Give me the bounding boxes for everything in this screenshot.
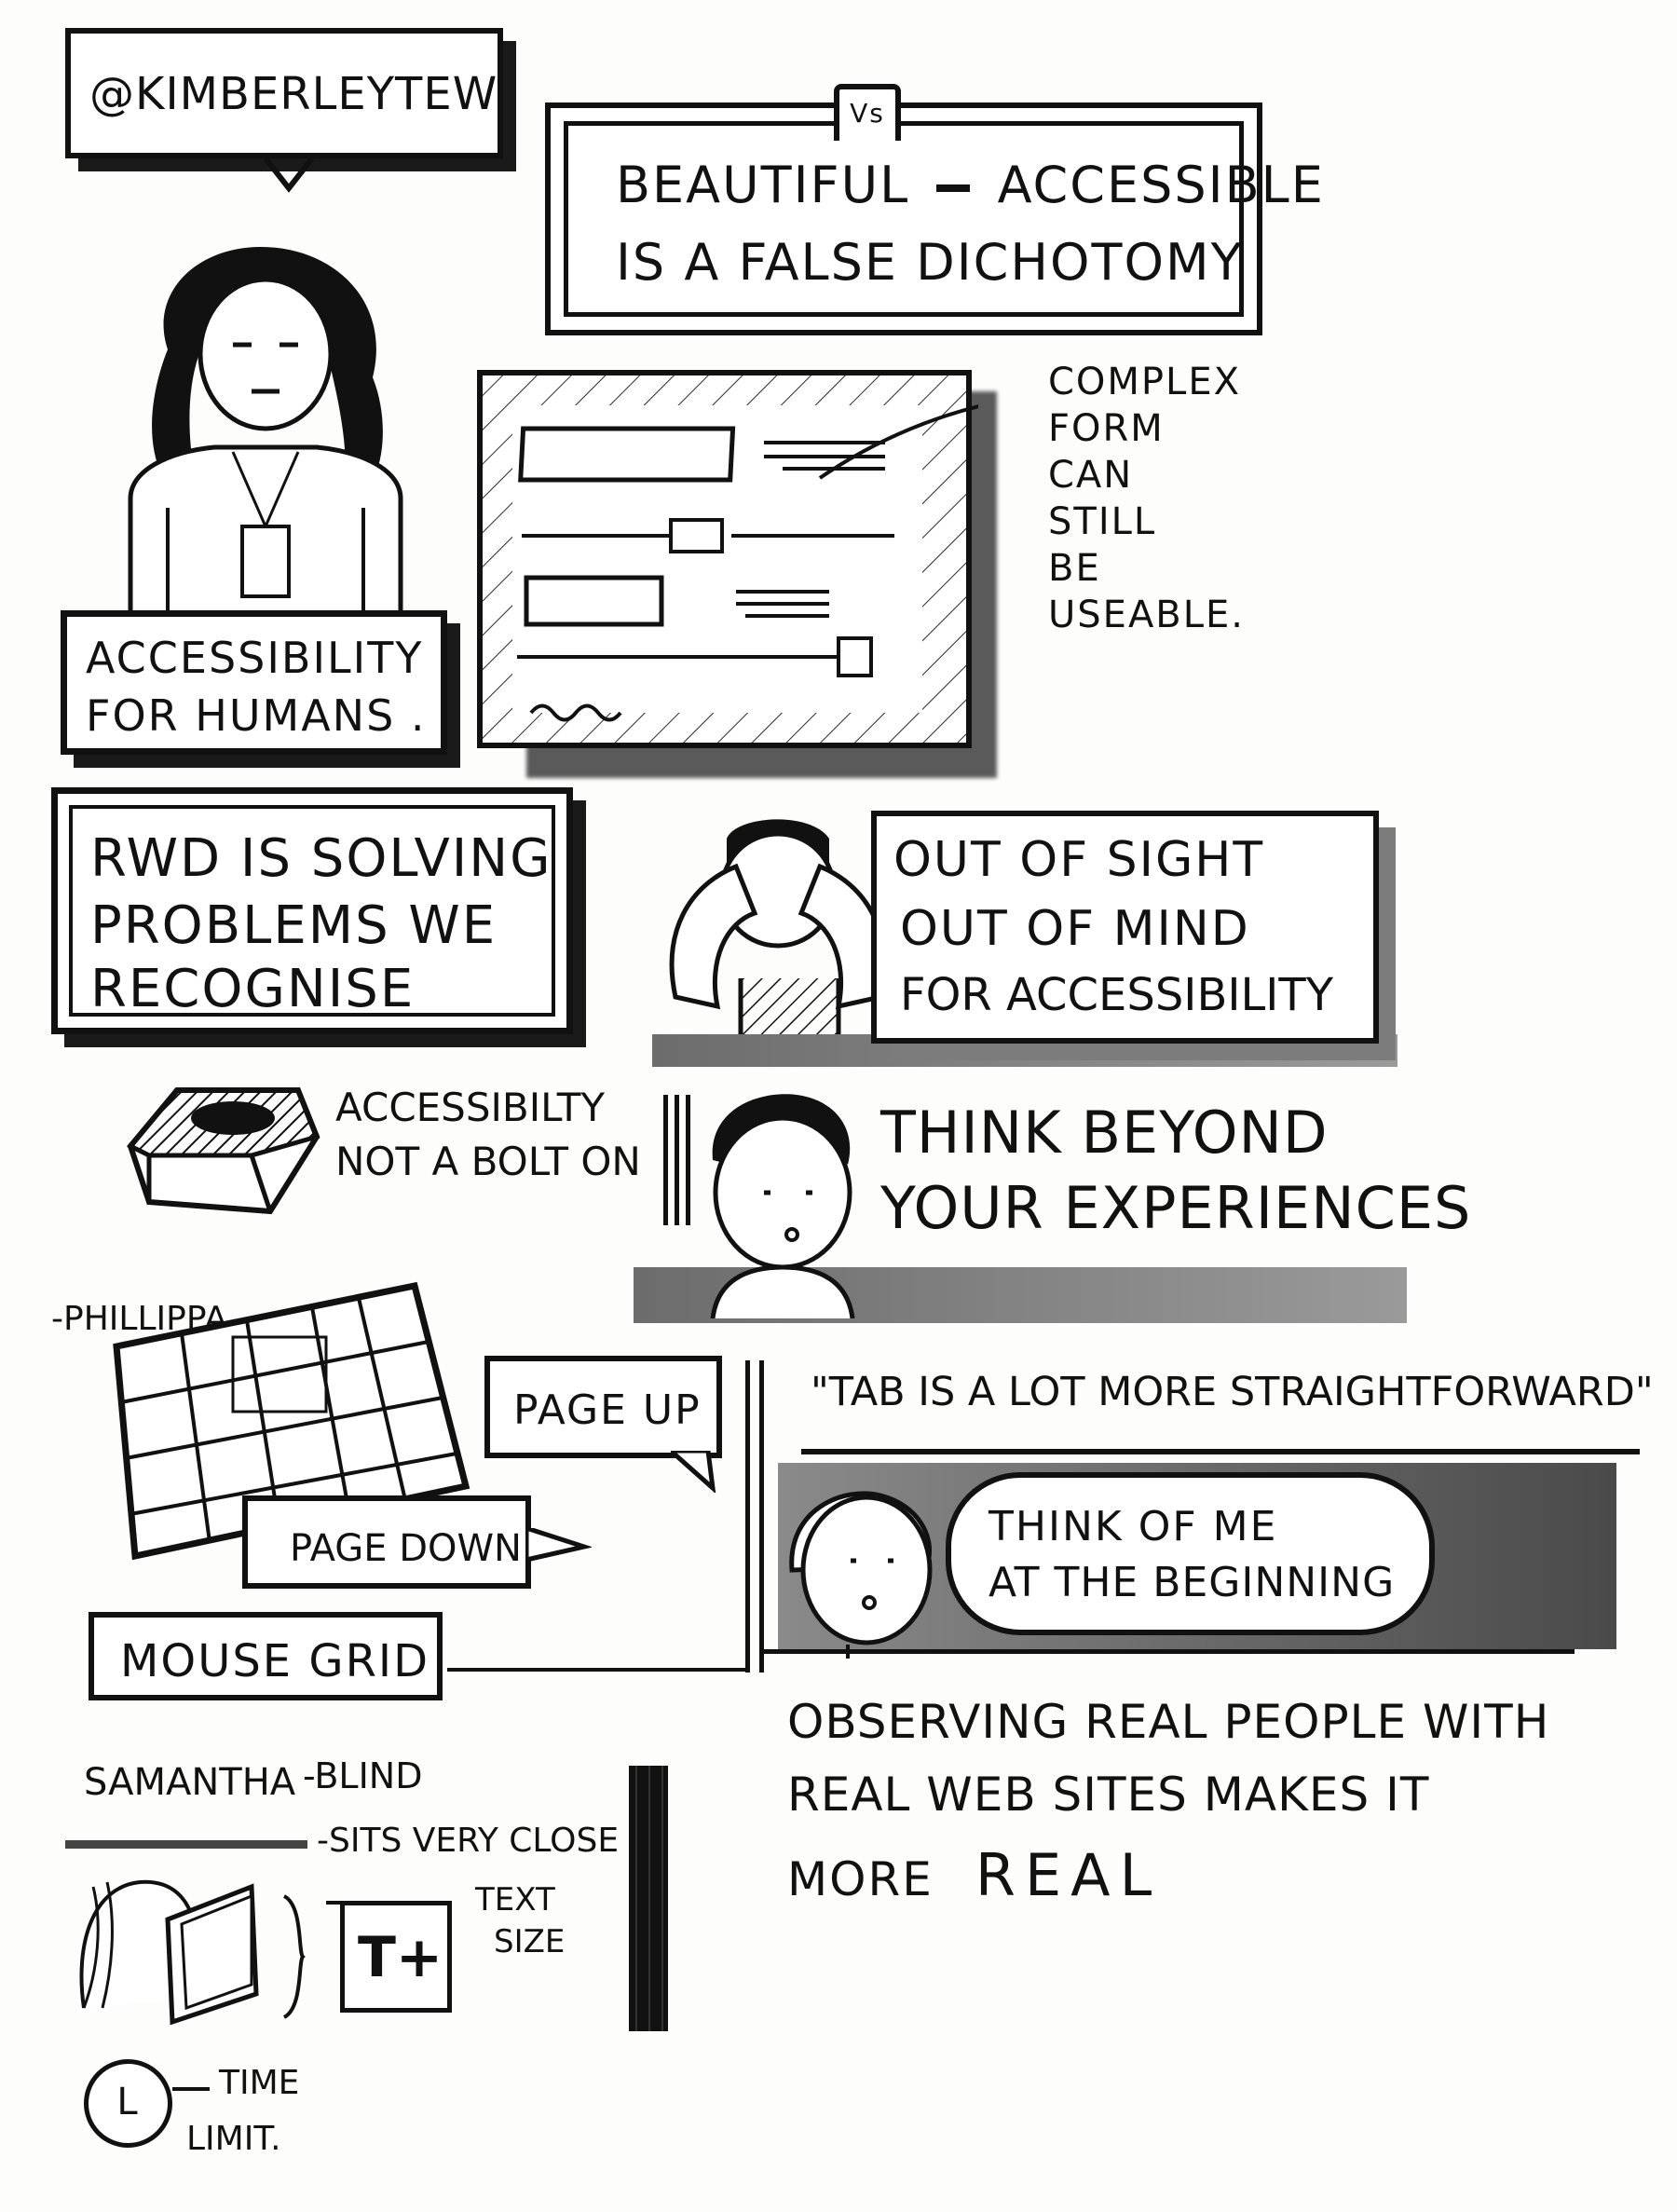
headline-beautiful: BEAUTIFUL — [616, 156, 910, 214]
speaker-caption-line2: FOR HUMANS . — [86, 690, 427, 741]
form-note-line-4: STILL — [1048, 500, 1157, 543]
bolt-note-line2: NOT A BOLT ON — [335, 1139, 641, 1185]
speech-line2: AT THE BEGINNING — [988, 1559, 1396, 1606]
think-note: THINK BEYOND YOUR EXPERIENCES — [880, 1099, 1471, 1242]
form-illustration — [477, 370, 978, 748]
time-limit-1: TIME — [219, 2064, 300, 2102]
rwd-box: RWD IS SOLVING PROBLEMS WE RECOGNISE — [51, 787, 573, 1034]
clock-connector — [172, 2087, 210, 2091]
form-note-line-5: BE — [1048, 547, 1101, 590]
rwd-line2: PROBLEMS WE — [90, 895, 498, 956]
rwd-line1: RWD IS SOLVING — [90, 828, 552, 889]
page-down-label: PAGE DOWN — [290, 1527, 522, 1570]
samantha-underline — [65, 1840, 307, 1849]
headline-line1: BEAUTIFUL ACCESSIBLE — [616, 156, 1325, 214]
samantha-figure — [79, 1879, 306, 2026]
handle-text: @KIMBERLEYTEW — [89, 68, 498, 120]
headline-accessible: ACCESSIBLE — [997, 156, 1325, 214]
tab-quote-underline — [801, 1449, 1640, 1454]
think-divider-3 — [686, 1095, 690, 1225]
samantha-name: SAMANTHA — [84, 1761, 296, 1804]
speaker-caption-line1: ACCESSIBILITY — [86, 633, 424, 683]
sight-line2: OUT OF MIND — [900, 901, 1250, 957]
form-note: COMPLEX FORM CAN STILL BE USEABLE. — [1048, 359, 1245, 638]
tab-divider-2 — [759, 1360, 764, 1673]
bolt-note-line1: ACCESSIBILTY — [335, 1085, 606, 1130]
think-divider-1 — [663, 1095, 668, 1225]
form-note-line-3: CAN — [1048, 454, 1134, 497]
form-note-line-2: FORM — [1048, 407, 1165, 450]
vs-tab: Vs — [834, 84, 901, 141]
observing-note: OBSERVING REAL PEOPLE WITH REAL WEB SITE… — [787, 1695, 1550, 1908]
mouse-grid-label: MOUSE GRID — [120, 1635, 430, 1687]
think-note-line2: YOUR EXPERIENCES — [880, 1174, 1472, 1243]
phillippa-baseline — [447, 1668, 745, 1672]
headline-box: BEAUTIFUL ACCESSIBLE IS A FALSE DICHOTOM… — [545, 102, 1323, 335]
headline-line2: IS A FALSE DICHOTOMY — [616, 233, 1244, 292]
sight-line3: FOR ACCESSIBILITY — [900, 969, 1334, 1021]
covering-eyes-figure — [652, 819, 894, 1060]
sight-box: OUT OF SIGHT OUT OF MIND FOR ACCESSIBILI… — [871, 811, 1379, 1044]
page-up-label: PAGE UP — [513, 1386, 702, 1434]
tab-divider-1 — [745, 1360, 750, 1673]
form-note-line-6: USEABLE. — [1048, 594, 1246, 636]
speech-line1: THINK OF ME — [988, 1503, 1278, 1550]
speaker-caption-box: ACCESSIBILITY FOR HUMANS . — [61, 610, 447, 755]
samantha-note1: -BLIND — [303, 1755, 423, 1796]
user-figure — [789, 1491, 933, 1659]
speaker-illustration — [128, 247, 403, 610]
text-size-label-2: SIZE — [494, 1923, 566, 1960]
speech-bubble: THINK OF ME AT THE BEGINNING — [946, 1472, 1435, 1635]
page-down-tail — [526, 1528, 592, 1563]
think-divider-2 — [675, 1095, 679, 1225]
samantha-divider — [629, 1766, 668, 2031]
form-note-line-1: COMPLEX — [1048, 361, 1242, 403]
page-up-tail — [671, 1451, 716, 1493]
observing-line2: REAL WEB SITES MAKES IT — [787, 1767, 1430, 1822]
time-limit-2: LIMIT. — [186, 2120, 281, 2158]
vs-label: Vs — [850, 98, 885, 129]
mouse-grid-label-box: MOUSE GRID — [89, 1612, 443, 1700]
observing-line3: MORE REAL — [787, 1842, 1549, 1908]
text-size-icon: T+ — [358, 1925, 443, 1990]
page-up-bubble: PAGE UP — [484, 1356, 722, 1458]
bolt-icon — [127, 1087, 320, 1215]
strike-mark — [936, 184, 971, 193]
page-down-bubble: PAGE DOWN — [242, 1495, 531, 1589]
handle-pointer — [263, 158, 315, 193]
clock-letter: L — [116, 2081, 140, 2123]
tab-quote: "TAB IS A LOT MORE STRAIGHTFORWARD" — [811, 1369, 1654, 1415]
bolt-note: ACCESSIBILTY NOT A BOLT ON — [335, 1085, 641, 1185]
think-of-me-baseline — [764, 1649, 1575, 1654]
text-size-connector — [326, 1901, 345, 1905]
sight-line1: OUT OF SIGHT — [893, 832, 1265, 888]
samantha-note2: -SITS VERY CLOSE — [317, 1822, 620, 1860]
handle-tag: @KIMBERLEYTEW — [65, 28, 503, 158]
text-size-label-1: TEXT — [475, 1881, 555, 1918]
observing-more: MORE — [787, 1852, 934, 1906]
mouse-grid-illustration — [113, 1281, 470, 1561]
clock-icon: L — [84, 2059, 172, 2148]
think-note-line1: THINK BEYOND — [880, 1099, 1329, 1167]
rwd-line3: RECOGNISE — [90, 959, 416, 1019]
observing-real: REAL — [975, 1841, 1162, 1909]
text-size-icon-box: T+ — [340, 1901, 452, 2013]
observing-line1: OBSERVING REAL PEOPLE WITH — [787, 1695, 1550, 1749]
thinking-figure — [710, 1094, 855, 1318]
